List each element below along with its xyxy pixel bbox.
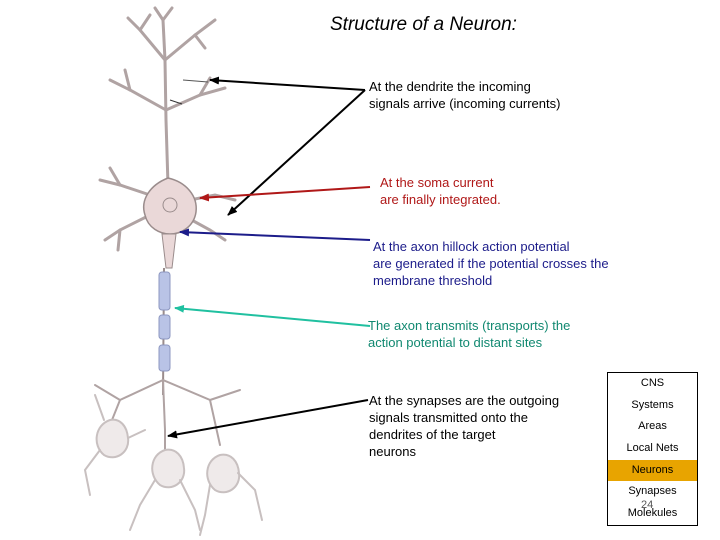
axon-annotation: The axon transmits (transports) the acti… (368, 318, 571, 350)
soma-annotation: At the soma current are finally integrat… (380, 175, 501, 207)
synapse-arrow (167, 399, 369, 439)
level-synapses: Synapses (628, 485, 677, 498)
soma (143, 177, 197, 235)
page-title: Structure of a Neuron: (330, 14, 517, 35)
axon-hillock-annotation: At the axon hillock action potential are… (373, 239, 609, 288)
level-local-nets: Local Nets (626, 442, 679, 455)
target-neuron (206, 453, 241, 494)
soma-arrow (199, 186, 371, 202)
target-neurons (95, 418, 241, 494)
level-molekules: Molekules (627, 507, 678, 520)
target-neuron (95, 418, 130, 459)
level-areas: Areas (638, 420, 667, 433)
axon (158, 267, 171, 396)
nucleus (162, 197, 178, 213)
dendrite-arrow (209, 76, 366, 91)
organization-levels-box: CNS Systems Areas Local Nets Neurons Syn… (607, 372, 698, 526)
level-systems: Systems (631, 398, 674, 411)
myelin-sheath (158, 314, 171, 340)
target-neuron (151, 448, 186, 489)
axon-arrow (174, 304, 371, 327)
level-neurons: Neurons (608, 459, 697, 482)
hillock-arrow (179, 228, 371, 241)
axon-hillock (161, 233, 177, 269)
level-cns: CNS (640, 377, 665, 389)
synapse-annotation: At the synapses are the outgoing signals… (369, 393, 560, 459)
myelin-sheath (158, 271, 171, 311)
dendrite-tree (98, 6, 237, 252)
myelin-sheath (158, 344, 171, 372)
dendrite-arrow-long (227, 89, 366, 216)
dendrite-annotation: At the dendrite the incoming signals arr… (369, 79, 561, 111)
page-number: 24 (641, 499, 654, 511)
